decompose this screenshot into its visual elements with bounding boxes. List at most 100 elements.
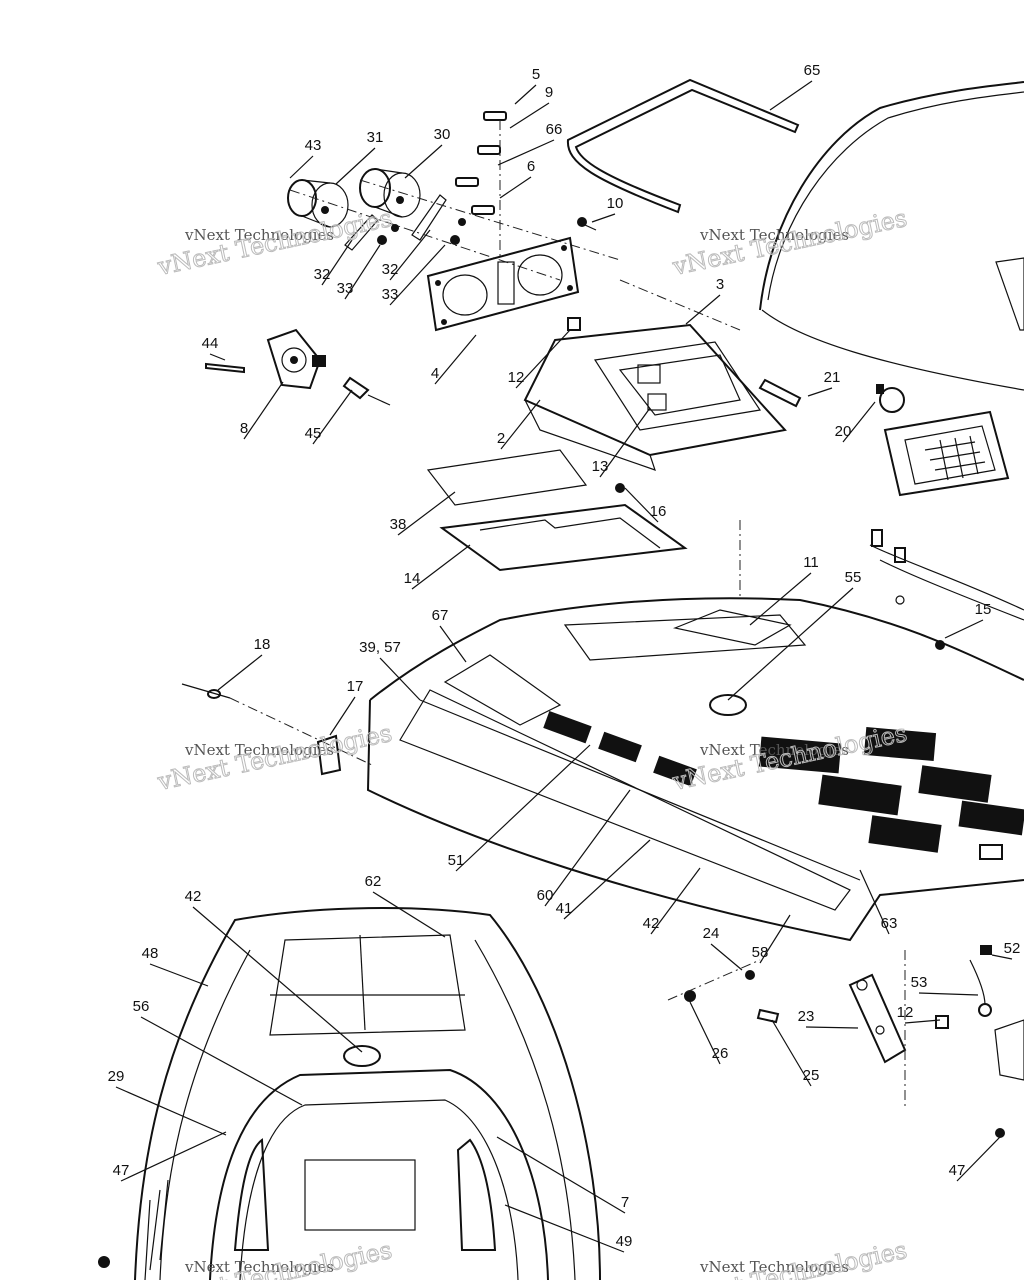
- leader-line-c58: [759, 914, 791, 964]
- watermark-text-wm-d: vNext Technologies: [699, 741, 849, 759]
- hardware-lower-right: [98, 945, 1024, 1268]
- callout-number-c49: 49: [616, 1233, 633, 1250]
- clip-17: [316, 734, 342, 776]
- wiring-harness: [869, 529, 1024, 621]
- callout-number-c16: 16: [650, 503, 667, 520]
- leader-line-c52: [991, 954, 1013, 960]
- callout-number-c5: 5: [532, 66, 540, 83]
- leader-line-c53: [918, 992, 979, 996]
- callout-number-c29: 29: [108, 1068, 125, 1085]
- leader-line-c41: [563, 839, 651, 920]
- leader-line-c44: [209, 353, 226, 361]
- leader-line-c5: [514, 84, 537, 105]
- leader-line-c56: [140, 1016, 303, 1106]
- gauge-30: [359, 168, 421, 218]
- callout-number-c20: 20: [835, 423, 852, 440]
- leader-line-c2: [500, 399, 541, 450]
- leader-line-c8: [243, 381, 284, 440]
- callout-number-c66: 66: [546, 121, 563, 138]
- switches: [455, 111, 507, 258]
- leader-line-c18: [217, 654, 263, 691]
- leader-line-c13: [599, 407, 651, 478]
- callout-number-c42b: 42: [185, 888, 202, 905]
- callout-number-c67: 67: [432, 607, 449, 624]
- watermark-text-wm-b: vNext Technologies: [699, 226, 849, 244]
- callout-number-c17: 17: [347, 678, 364, 695]
- callout-number-c8: 8: [240, 420, 248, 437]
- leader-line-c47b: [956, 1136, 1001, 1182]
- gauge-brackets-32: [289, 179, 621, 281]
- windshield: [759, 81, 1024, 391]
- ignition-switch-8: [266, 328, 326, 390]
- callout-number-c12a: 12: [508, 369, 525, 386]
- callout-number-c32b: 32: [382, 261, 399, 278]
- callout-number-c33b: 33: [382, 286, 399, 303]
- leader-line-c66: [497, 139, 555, 166]
- callout-number-c55: 55: [845, 569, 862, 586]
- callout-number-c38: 38: [390, 516, 407, 533]
- callout-number-c43: 43: [305, 137, 322, 154]
- clip-12: [567, 317, 581, 331]
- watermark-text-wm-c: vNext Technologies: [184, 741, 334, 759]
- leader-line-c10: [591, 213, 616, 223]
- screw-15: [935, 640, 945, 650]
- windshield-trim-65: [566, 78, 800, 214]
- leader-line-c33b: [389, 244, 446, 306]
- callout-number-c15: 15: [975, 601, 992, 618]
- leader-line-c3957: [379, 657, 421, 701]
- leader-line-c15: [944, 619, 984, 639]
- leader-line-c43: [289, 155, 314, 179]
- callout-number-c51: 51: [448, 852, 465, 869]
- leader-line-c45: [312, 389, 353, 445]
- leader-line-c6: [499, 176, 532, 199]
- leader-line-c47a: [120, 1131, 227, 1182]
- callout-number-c12b: 12: [897, 1004, 914, 1021]
- bracket-13: [637, 364, 667, 411]
- leader-line-c65: [769, 80, 813, 111]
- bolt-21: [758, 378, 802, 408]
- key-44: [205, 362, 245, 374]
- callout-number-c10: 10: [607, 195, 624, 212]
- hood-panel: [366, 597, 1024, 942]
- leader-line-c38: [397, 491, 456, 536]
- leader-line-c26: [689, 1001, 721, 1065]
- leader-line-c49: [504, 1204, 625, 1253]
- bulb-20: [876, 384, 905, 413]
- callout-number-c53: 53: [911, 974, 928, 991]
- callout-number-c7: 7: [621, 1194, 629, 1211]
- callout-number-c65: 65: [804, 62, 821, 79]
- callout-number-c18: 18: [254, 636, 271, 653]
- callout-number-c48: 48: [142, 945, 159, 962]
- callout-number-c41: 41: [556, 900, 573, 917]
- leader-line-c9: [509, 102, 550, 129]
- leader-line-c20: [842, 401, 876, 443]
- leader-line-c16: [624, 487, 659, 523]
- leader-line-c11: [749, 572, 812, 626]
- leader-line-c63: [859, 869, 890, 935]
- leader-line-c12a: [515, 329, 571, 389]
- callout-number-c42a: 42: [643, 915, 660, 932]
- leader-line-c42b: [192, 906, 363, 1053]
- leader-line-c25: [771, 1019, 812, 1087]
- callout-number-c33a: 33: [337, 280, 354, 297]
- leader-line-c7: [496, 1136, 626, 1214]
- leader-line-c17: [329, 696, 356, 736]
- callout-number-c58: 58: [752, 944, 769, 961]
- gauge-31: [287, 179, 349, 228]
- callout-number-c23: 23: [798, 1008, 815, 1025]
- callout-number-c62: 62: [365, 873, 382, 890]
- callout-number-c25: 25: [803, 1067, 820, 1084]
- leader-line-c51: [455, 744, 591, 872]
- screw-16: [615, 483, 625, 493]
- connector-45: [342, 376, 391, 406]
- callout-number-c52: 52: [1004, 940, 1021, 957]
- headlight: [883, 410, 1010, 497]
- leader-line-c24: [710, 943, 743, 971]
- leader-line-c55: [727, 587, 854, 701]
- callout-number-c63: 63: [881, 915, 898, 932]
- leader-line-c4: [434, 334, 477, 385]
- callout-number-c44: 44: [202, 335, 219, 352]
- rod-18: [181, 683, 373, 766]
